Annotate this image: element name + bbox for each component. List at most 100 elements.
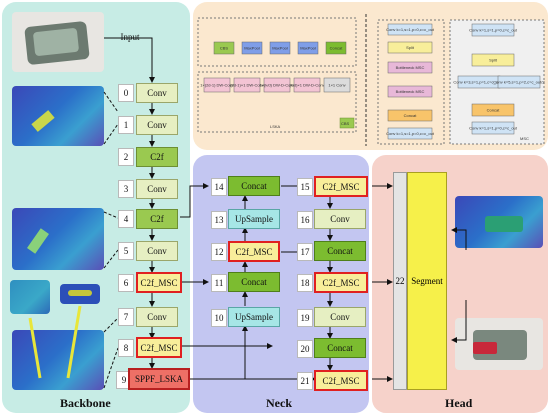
backbone-index-8: 8 <box>118 339 134 357</box>
backbone-index-7: 7 <box>118 308 134 326</box>
sppf-block-4 <box>325 41 347 55</box>
backbone-node-0[interactable]: Conv <box>136 83 178 103</box>
backbone-index-1: 1 <box>118 116 134 134</box>
lska-block-0 <box>203 77 231 93</box>
lska-block-0-label: 1×(2d-1) DW-Conv <box>200 83 234 88</box>
neck-index-14: 14 <box>211 178 227 196</box>
neck-node-19[interactable]: Conv <box>314 307 366 327</box>
msc-caption: MSC <box>520 136 529 141</box>
neck-index-19: 19 <box>297 309 313 327</box>
c2f-block-1-label: Split <box>406 45 415 50</box>
neck-index-20: 20 <box>297 340 313 358</box>
segmentation-output-2 <box>455 318 543 370</box>
backbone-node-6[interactable]: C2f_MSC <box>136 272 182 293</box>
msc-block-5 <box>471 121 515 135</box>
sppf-block-2-label: MaxPool <box>272 46 288 51</box>
neck-node-17[interactable]: Concat <box>314 241 366 261</box>
msc-block-5-label: Conv k=1,s=1,p=0,c=c_out <box>469 126 518 131</box>
neck-index-13: 13 <box>211 211 227 229</box>
lska-block-4 <box>323 77 351 93</box>
c2f-block-3 <box>387 85 433 98</box>
backbone-index-4: 4 <box>118 210 134 228</box>
feature-map-4 <box>12 208 104 270</box>
backbone-label: Backbone <box>60 396 111 410</box>
sppf-block-0 <box>213 41 235 55</box>
sppf-block-2 <box>269 41 291 55</box>
neck-index-11: 11 <box>211 274 227 292</box>
sppf-block-0-label: CBS <box>220 46 229 51</box>
sppf-block-3-label: MaxPool <box>300 46 316 51</box>
feature-map-1 <box>12 86 104 146</box>
feature-map-8 <box>12 330 104 390</box>
c2f-block-0-label: Conv k=1,s=1,p=0,c=c_out <box>386 27 435 32</box>
msc-block-4-label: Concat <box>487 108 501 113</box>
neck-node-10[interactable]: UpSample <box>228 307 280 327</box>
head-index-22: 22 <box>393 172 407 390</box>
cbs-caption: CBS <box>341 121 350 126</box>
lska-block-2 <box>263 77 291 93</box>
c2f-block-5 <box>387 127 433 140</box>
c2f-block-4 <box>387 109 433 122</box>
lska-caption: LSKA <box>270 124 281 129</box>
msc-block-4 <box>471 103 515 117</box>
msc-block-0-label: Conv k=1,s=1,p=0,c=c_out <box>469 28 518 33</box>
neck-node-21[interactable]: C2f_MSC <box>314 370 368 391</box>
backbone-node-8[interactable]: C2f_MSC <box>136 337 182 358</box>
neck-index-12: 12 <box>211 243 227 261</box>
backbone-node-4[interactable]: C2f <box>136 209 178 229</box>
msc-block-2-label: Conv k=3,s=1,p=1,c=c_out/2 <box>453 80 505 85</box>
neck-node-16[interactable]: Conv <box>314 209 366 229</box>
backbone-index-0: 0 <box>118 84 134 102</box>
neck-label: Neck <box>266 396 292 410</box>
neck-index-18: 18 <box>297 274 313 292</box>
lska-block-3 <box>293 77 321 93</box>
sppf-block-3 <box>297 41 319 55</box>
input-image <box>12 12 104 72</box>
msc-block-3-label: Conv k=5,s=1,p=2,c=c_out/2 <box>493 80 545 85</box>
msc-block-0 <box>471 23 515 37</box>
lska-block-2-label: 1×(k/d) DW-D-Conv <box>259 83 294 88</box>
lska-block-4-label: 1×1 Conv <box>328 83 345 88</box>
neck-index-10: 10 <box>211 309 227 327</box>
neck-index-17: 17 <box>297 243 313 261</box>
neck-node-12[interactable]: C2f_MSC <box>228 241 280 262</box>
neck-index-16: 16 <box>297 211 313 229</box>
sppf-block-1-label: MaxPool <box>244 46 260 51</box>
feature-map-crop-b <box>60 284 100 304</box>
neck-node-20[interactable]: Concat <box>314 338 366 358</box>
msc-block-3 <box>497 75 541 89</box>
backbone-node-9[interactable]: SPPF_LSKA <box>128 368 190 390</box>
backbone-node-2[interactable]: C2f <box>136 147 178 167</box>
sppf-block-4-label: Concat <box>330 46 344 51</box>
segmentation-output-1 <box>455 196 543 248</box>
neck-index-15: 15 <box>297 178 313 196</box>
msc-block-1-label: Split <box>489 58 498 63</box>
c2f-block-1 <box>387 41 433 54</box>
lska-block-1-label: (2d-1)×1 DW-Conv <box>230 83 264 88</box>
neck-node-15[interactable]: C2f_MSC <box>314 176 368 197</box>
c2f-block-2-label: Bottleneck MSC <box>396 65 425 70</box>
backbone-index-5: 5 <box>118 242 134 260</box>
backbone-node-1[interactable]: Conv <box>136 115 178 135</box>
neck-node-18[interactable]: C2f_MSC <box>314 272 368 293</box>
lska-block-1 <box>233 77 261 93</box>
lska-block-3-label: (k/d)×1 DW-D-Conv <box>289 83 324 88</box>
feature-map-crop-a <box>10 280 50 314</box>
input-label: Input <box>120 32 140 42</box>
backbone-node-5[interactable]: Conv <box>136 241 178 261</box>
neck-node-11[interactable]: Concat <box>228 272 280 292</box>
segment-head[interactable]: Segment <box>407 172 447 390</box>
neck-node-14[interactable]: Concat <box>228 176 280 196</box>
head-label: Head <box>445 396 473 410</box>
sppf-block-1 <box>241 41 263 55</box>
backbone-index-3: 3 <box>118 180 134 198</box>
c2f-block-3-label: Bottleneck MSC <box>396 89 425 94</box>
c2f-block-0 <box>387 23 433 36</box>
c2f-block-2 <box>387 61 433 74</box>
backbone-node-7[interactable]: Conv <box>136 307 178 327</box>
c2f-block-4-label: Concat <box>404 113 418 118</box>
backbone-index-6: 6 <box>118 274 134 292</box>
neck-node-13[interactable]: UpSample <box>228 209 280 229</box>
backbone-node-3[interactable]: Conv <box>136 179 178 199</box>
